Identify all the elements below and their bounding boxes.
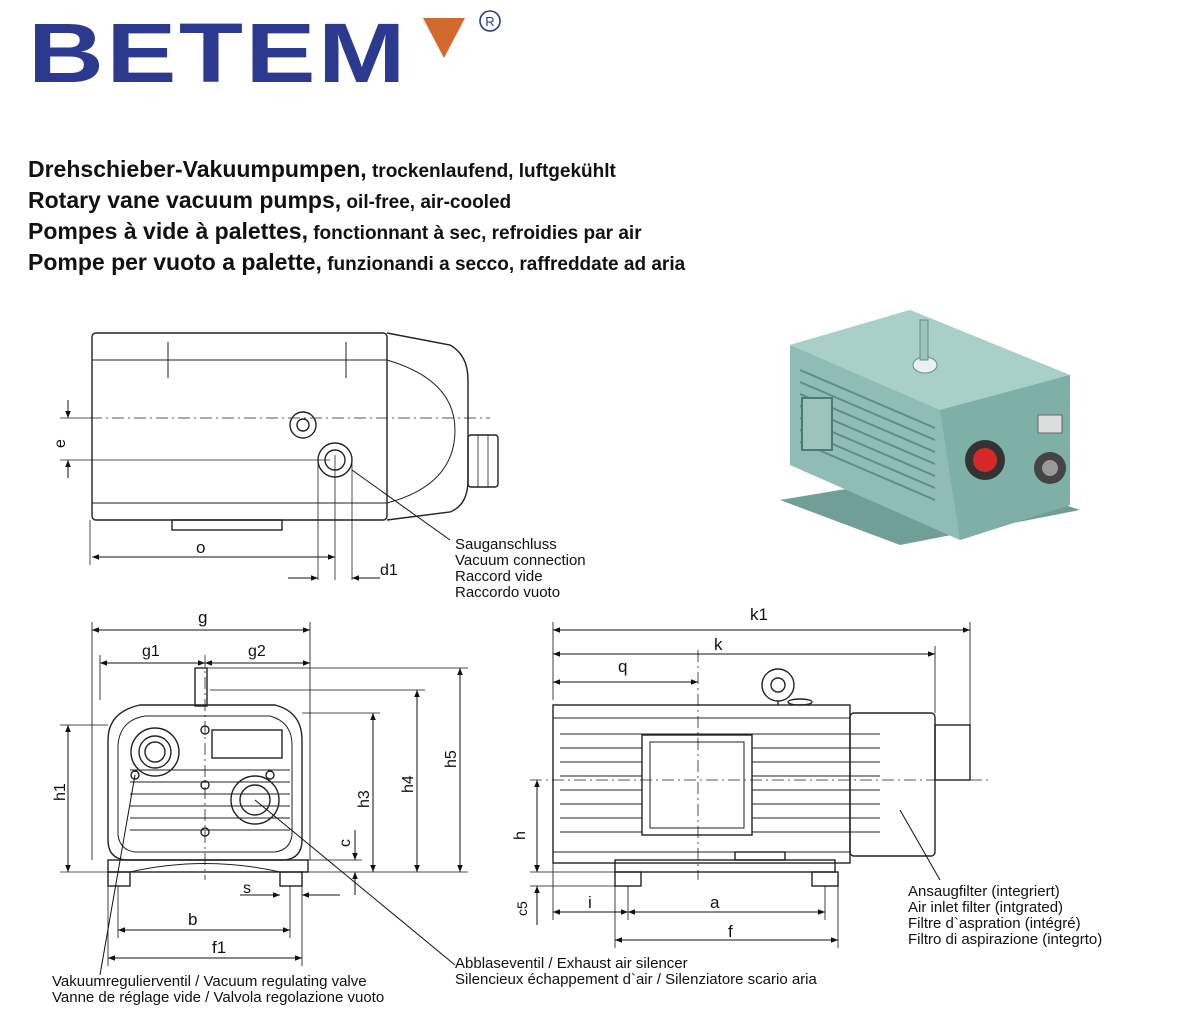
note-vacuum-connection: Sauganschluss Vacuum connection Raccord … (455, 536, 586, 601)
dim-label-k1: k1 (750, 605, 768, 624)
title-block: Drehschieber-Vakuumpumpen, trockenlaufen… (28, 155, 685, 279)
side-view-dimensions (530, 622, 971, 948)
dim-label-e: e (52, 439, 69, 448)
dim-label-s: s (243, 880, 251, 897)
dim-label-g2: g2 (248, 643, 266, 660)
top-view-dimensions (65, 400, 451, 581)
registered-mark-circle (479, 10, 501, 32)
pump-illustration (780, 310, 1080, 545)
brand-logo: BETEM R (28, 6, 528, 100)
dim-label-i: i (588, 893, 592, 912)
logo-orange-triangle (423, 18, 465, 58)
dim-label-d1: d1 (380, 562, 398, 579)
dim-label-h1: h1 (52, 783, 69, 801)
dim-label-q: q (618, 657, 627, 676)
note-air-inlet-filter: Ansaugfilter (integriert) Air inlet filt… (908, 883, 1103, 948)
brand-wordmark: BETEM (28, 8, 408, 98)
front-view-drawing (60, 655, 309, 887)
title-english: Rotary vane vacuum pumps, oil-free, air-… (28, 187, 512, 213)
dim-label-h5: h5 (443, 750, 460, 768)
note-regulating-valve: Vakuumregulierventil / Vacuum regulating… (52, 973, 385, 1006)
registered-mark: R (485, 14, 494, 29)
dim-label-k: k (714, 635, 723, 654)
front-view-dimensions (60, 622, 468, 976)
dim-label-g: g (198, 608, 207, 627)
top-view-drawing (60, 332, 499, 580)
side-view-drawing (530, 650, 990, 887)
title-french: Pompes à vide à palettes, fonctionnant à… (28, 218, 642, 244)
dim-label-o: o (196, 538, 205, 557)
dim-label-f1: f1 (212, 938, 226, 957)
dim-label-h3: h3 (356, 790, 373, 808)
betem-logo-graphic: BETEM R (28, 6, 501, 100)
title-italian: Pompe per vuoto a palette, funzionandi a… (28, 249, 686, 275)
dim-label-c5: c5 (514, 901, 530, 916)
title-german: Drehschieber-Vakuumpumpen, trockenlaufen… (28, 156, 616, 182)
dim-label-g1: g1 (142, 643, 160, 660)
note-exhaust-silencer: Abblaseventil / Exhaust air silencer Sil… (455, 955, 817, 988)
dim-label-h4: h4 (400, 775, 417, 793)
dim-label-b: b (188, 910, 197, 929)
pump-photo (760, 290, 1100, 565)
dim-label-c: c (337, 839, 354, 847)
dim-label-h: h (512, 831, 529, 840)
dim-label-a: a (710, 893, 720, 912)
dim-label-f: f (728, 922, 733, 941)
